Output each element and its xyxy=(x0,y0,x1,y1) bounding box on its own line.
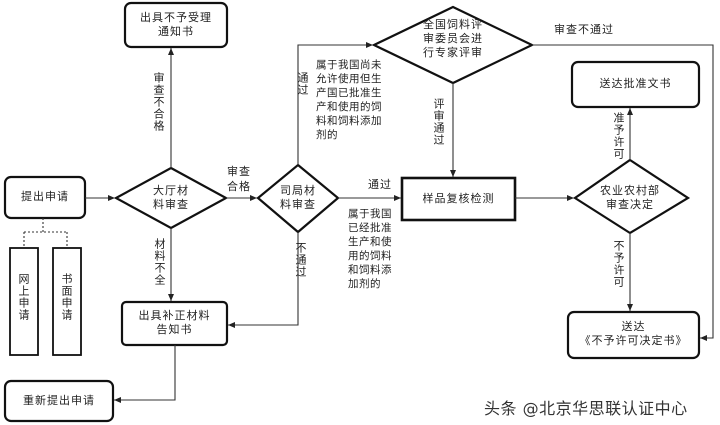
review-failed-label: 审查不合格 xyxy=(152,72,165,132)
new-feed-note: 属于我国尚未 允许使用但生 产国已批准生 产和使用的饲 料和饲料添加 剂的 xyxy=(316,59,382,141)
approved-feed-note: 属于我国 已经批准 生产和使 用的饲料 和饲料添 加剂的 xyxy=(348,208,392,290)
denial-doc-box xyxy=(566,310,701,360)
resubmit-box xyxy=(3,379,115,423)
online-box xyxy=(9,247,39,356)
connectors xyxy=(23,42,714,403)
approval-doc-label: 送达批准文书 xyxy=(599,77,672,90)
written-box xyxy=(52,247,82,356)
expert-passed-label: 评审通过 xyxy=(432,98,445,146)
passed-right-label: 通过 xyxy=(368,178,392,191)
sample-test-label: 样品复核检测 xyxy=(422,192,495,205)
bureau-review-label: 司局材 料审查 xyxy=(280,184,316,211)
expert-review-label: 全国饲料评 审委员会进 行专家评审 xyxy=(423,18,483,59)
watermark: 头条 @北京华思联认证中心 xyxy=(484,399,688,418)
written-label: 书面申请 xyxy=(60,273,73,321)
materials-incomplete-label: 材料不全 xyxy=(153,238,166,286)
submit-label: 提出申请 xyxy=(21,190,69,203)
sample-test-box xyxy=(400,176,517,222)
permit-denied-label: 不予许可 xyxy=(612,240,625,288)
review-passed-label: 审查合格 xyxy=(227,165,251,193)
supplement-notice-label: 出具补正材料 告知书 xyxy=(138,309,211,336)
reject-notice-box xyxy=(123,1,229,49)
reject-notice-label: 出具不予受理 通知书 xyxy=(140,11,212,38)
passed-up-label: 通过 xyxy=(296,72,309,96)
hall-review-label: 大厅材 料审查 xyxy=(153,184,189,211)
ministry-decision-label: 农业农村部 审查决定 xyxy=(600,184,660,211)
review-not-passed-label: 审查不通过 xyxy=(554,23,614,36)
online-label: 网上申请 xyxy=(17,273,30,321)
denial-doc-label: 送达 《不予许可决定书》 xyxy=(579,320,688,347)
permit-granted-label: 准予许可 xyxy=(612,112,625,160)
resubmit-label: 重新提出申请 xyxy=(23,394,95,407)
approval-doc-box xyxy=(570,60,701,109)
not-passed-label: 不通过 xyxy=(294,242,307,278)
